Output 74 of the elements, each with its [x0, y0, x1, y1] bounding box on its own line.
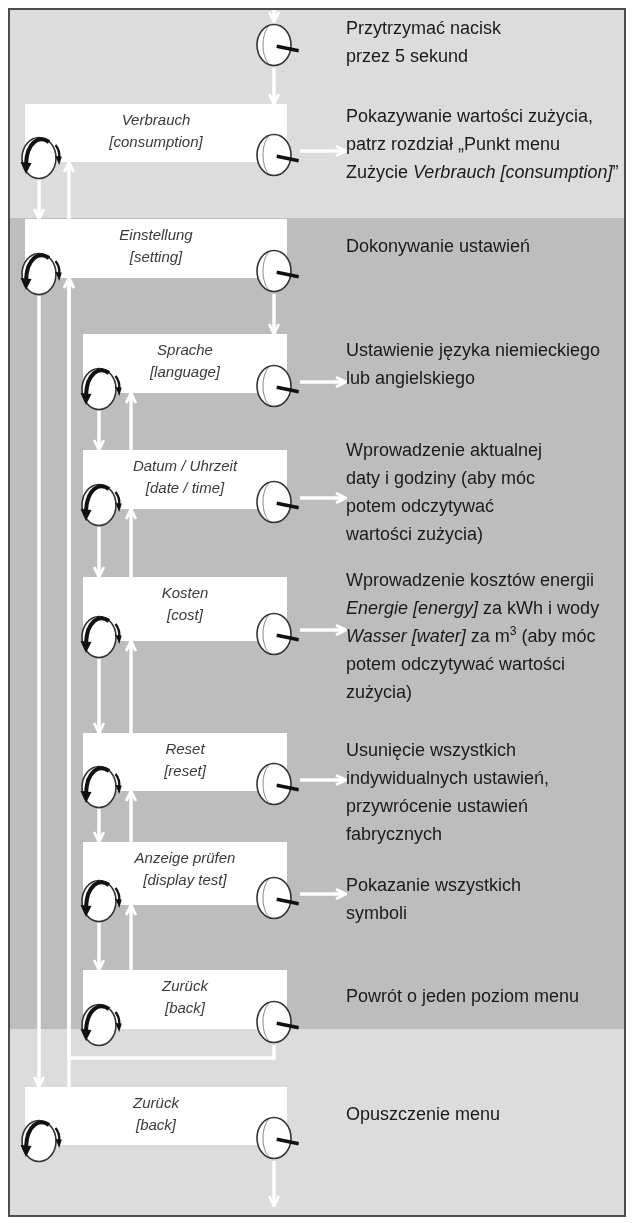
arrow: [300, 623, 348, 637]
description-text: Dokonywanie ustawień: [346, 235, 532, 258]
description-text: Opuszczenie menu: [346, 1103, 502, 1126]
knob-icon: [254, 611, 300, 657]
menu-item-translation: [reset]: [164, 761, 206, 781]
menu-item-translation: [language]: [149, 362, 221, 382]
knob-icon: [254, 22, 300, 68]
menu-item-name: Anzeige prüfen: [134, 848, 236, 868]
knob-rotate-icon: [18, 250, 62, 296]
arrow: [32, 180, 46, 221]
knob-rotate-icon: [78, 365, 122, 411]
arrow: [267, 10, 281, 24]
arrow: [92, 659, 106, 735]
description-text: Wprowadzenie kosztów energii Energie [energy] za kWh i wody Wasser [water] za m$^{3}$ (aby móc potem odczytywać wartości zużycia): [346, 566, 622, 706]
menu-item-translation: [back]: [165, 998, 205, 1018]
menu-item-box: [25, 104, 287, 162]
arrow: [124, 903, 138, 970]
menu-item-translation: [cost]: [167, 605, 203, 625]
arrow: [62, 276, 276, 1060]
arrow: [124, 789, 138, 842]
knob-rotate-icon: [78, 877, 122, 923]
knob-icon: [254, 248, 300, 294]
knob-rotate-icon: [18, 1117, 62, 1163]
menu-item-name: Verbrauch: [121, 110, 191, 130]
menu-item-translation: [setting]: [129, 247, 183, 267]
knob-icon: [254, 132, 300, 178]
description-text: Pokazanie wszystkich symboli: [346, 871, 546, 927]
arrow: [300, 491, 348, 505]
description-text: Usunięcie wszystkich indywidualnych ustawień, przywrócenie ustawień fabrycznych: [346, 736, 622, 848]
arrow: [267, 68, 281, 106]
arrow: [300, 773, 348, 787]
arrow: [300, 144, 348, 158]
description-text: Powrót o jeden poziom menu: [346, 985, 581, 1008]
arrow: [92, 923, 106, 972]
arrow: [124, 507, 138, 577]
knob-icon: [254, 1115, 300, 1161]
description-text: Wprowadzenie aktualnej daty i godziny (aby móc potem odczytywać wartości zużycia): [346, 436, 551, 548]
arrow: [300, 887, 348, 901]
knob-icon: [254, 761, 300, 807]
menu-item-translation: [display test]: [143, 870, 227, 890]
knob-icon: [254, 999, 300, 1045]
knob-icon: [254, 363, 300, 409]
arrow: [62, 160, 76, 219]
arrow: [124, 391, 138, 450]
menu-item-translation: [date / time]: [145, 478, 225, 498]
menu-item-translation: [consumption]: [109, 132, 203, 152]
menu-item-name: Datum / Uhrzeit: [132, 456, 238, 476]
arrow: [300, 375, 348, 389]
knob-rotate-icon: [78, 613, 122, 659]
knob-icon: [254, 875, 300, 921]
arrow: [267, 1161, 281, 1208]
description-text: Ustawienie języka niemieckiego lub angielskiego: [346, 336, 622, 392]
arrow: [92, 809, 106, 844]
arrow: [92, 411, 106, 452]
knob-rotate-icon: [78, 763, 122, 809]
menu-item-name: Reset: [165, 739, 205, 759]
arrow: [124, 639, 138, 733]
arrow: [32, 296, 46, 1089]
knob-rotate-icon: [78, 481, 122, 527]
arrow: [92, 527, 106, 579]
arrow: [267, 294, 281, 336]
menu-item-name: Sprache: [157, 340, 213, 360]
menu-item-name: Einstellung: [119, 225, 193, 245]
menu-item-name: Kosten: [161, 583, 209, 603]
menu-item-box: [25, 219, 287, 278]
description-text: Pokazywanie wartości zużycia, patrz rozdział „Punkt menu Zużycie Verbrauch [consumption]”: [346, 102, 622, 186]
menu-item-box: [25, 1087, 287, 1145]
menu-item-name: Zurück: [162, 976, 208, 996]
menu-item-translation: [back]: [136, 1115, 176, 1135]
menu-item-name: Zurück: [133, 1093, 179, 1113]
description-text: Przytrzymać nacisk przez 5 sekund: [346, 17, 503, 68]
knob-rotate-icon: [18, 134, 62, 180]
knob-icon: [254, 479, 300, 525]
knob-rotate-icon: [78, 1001, 122, 1047]
